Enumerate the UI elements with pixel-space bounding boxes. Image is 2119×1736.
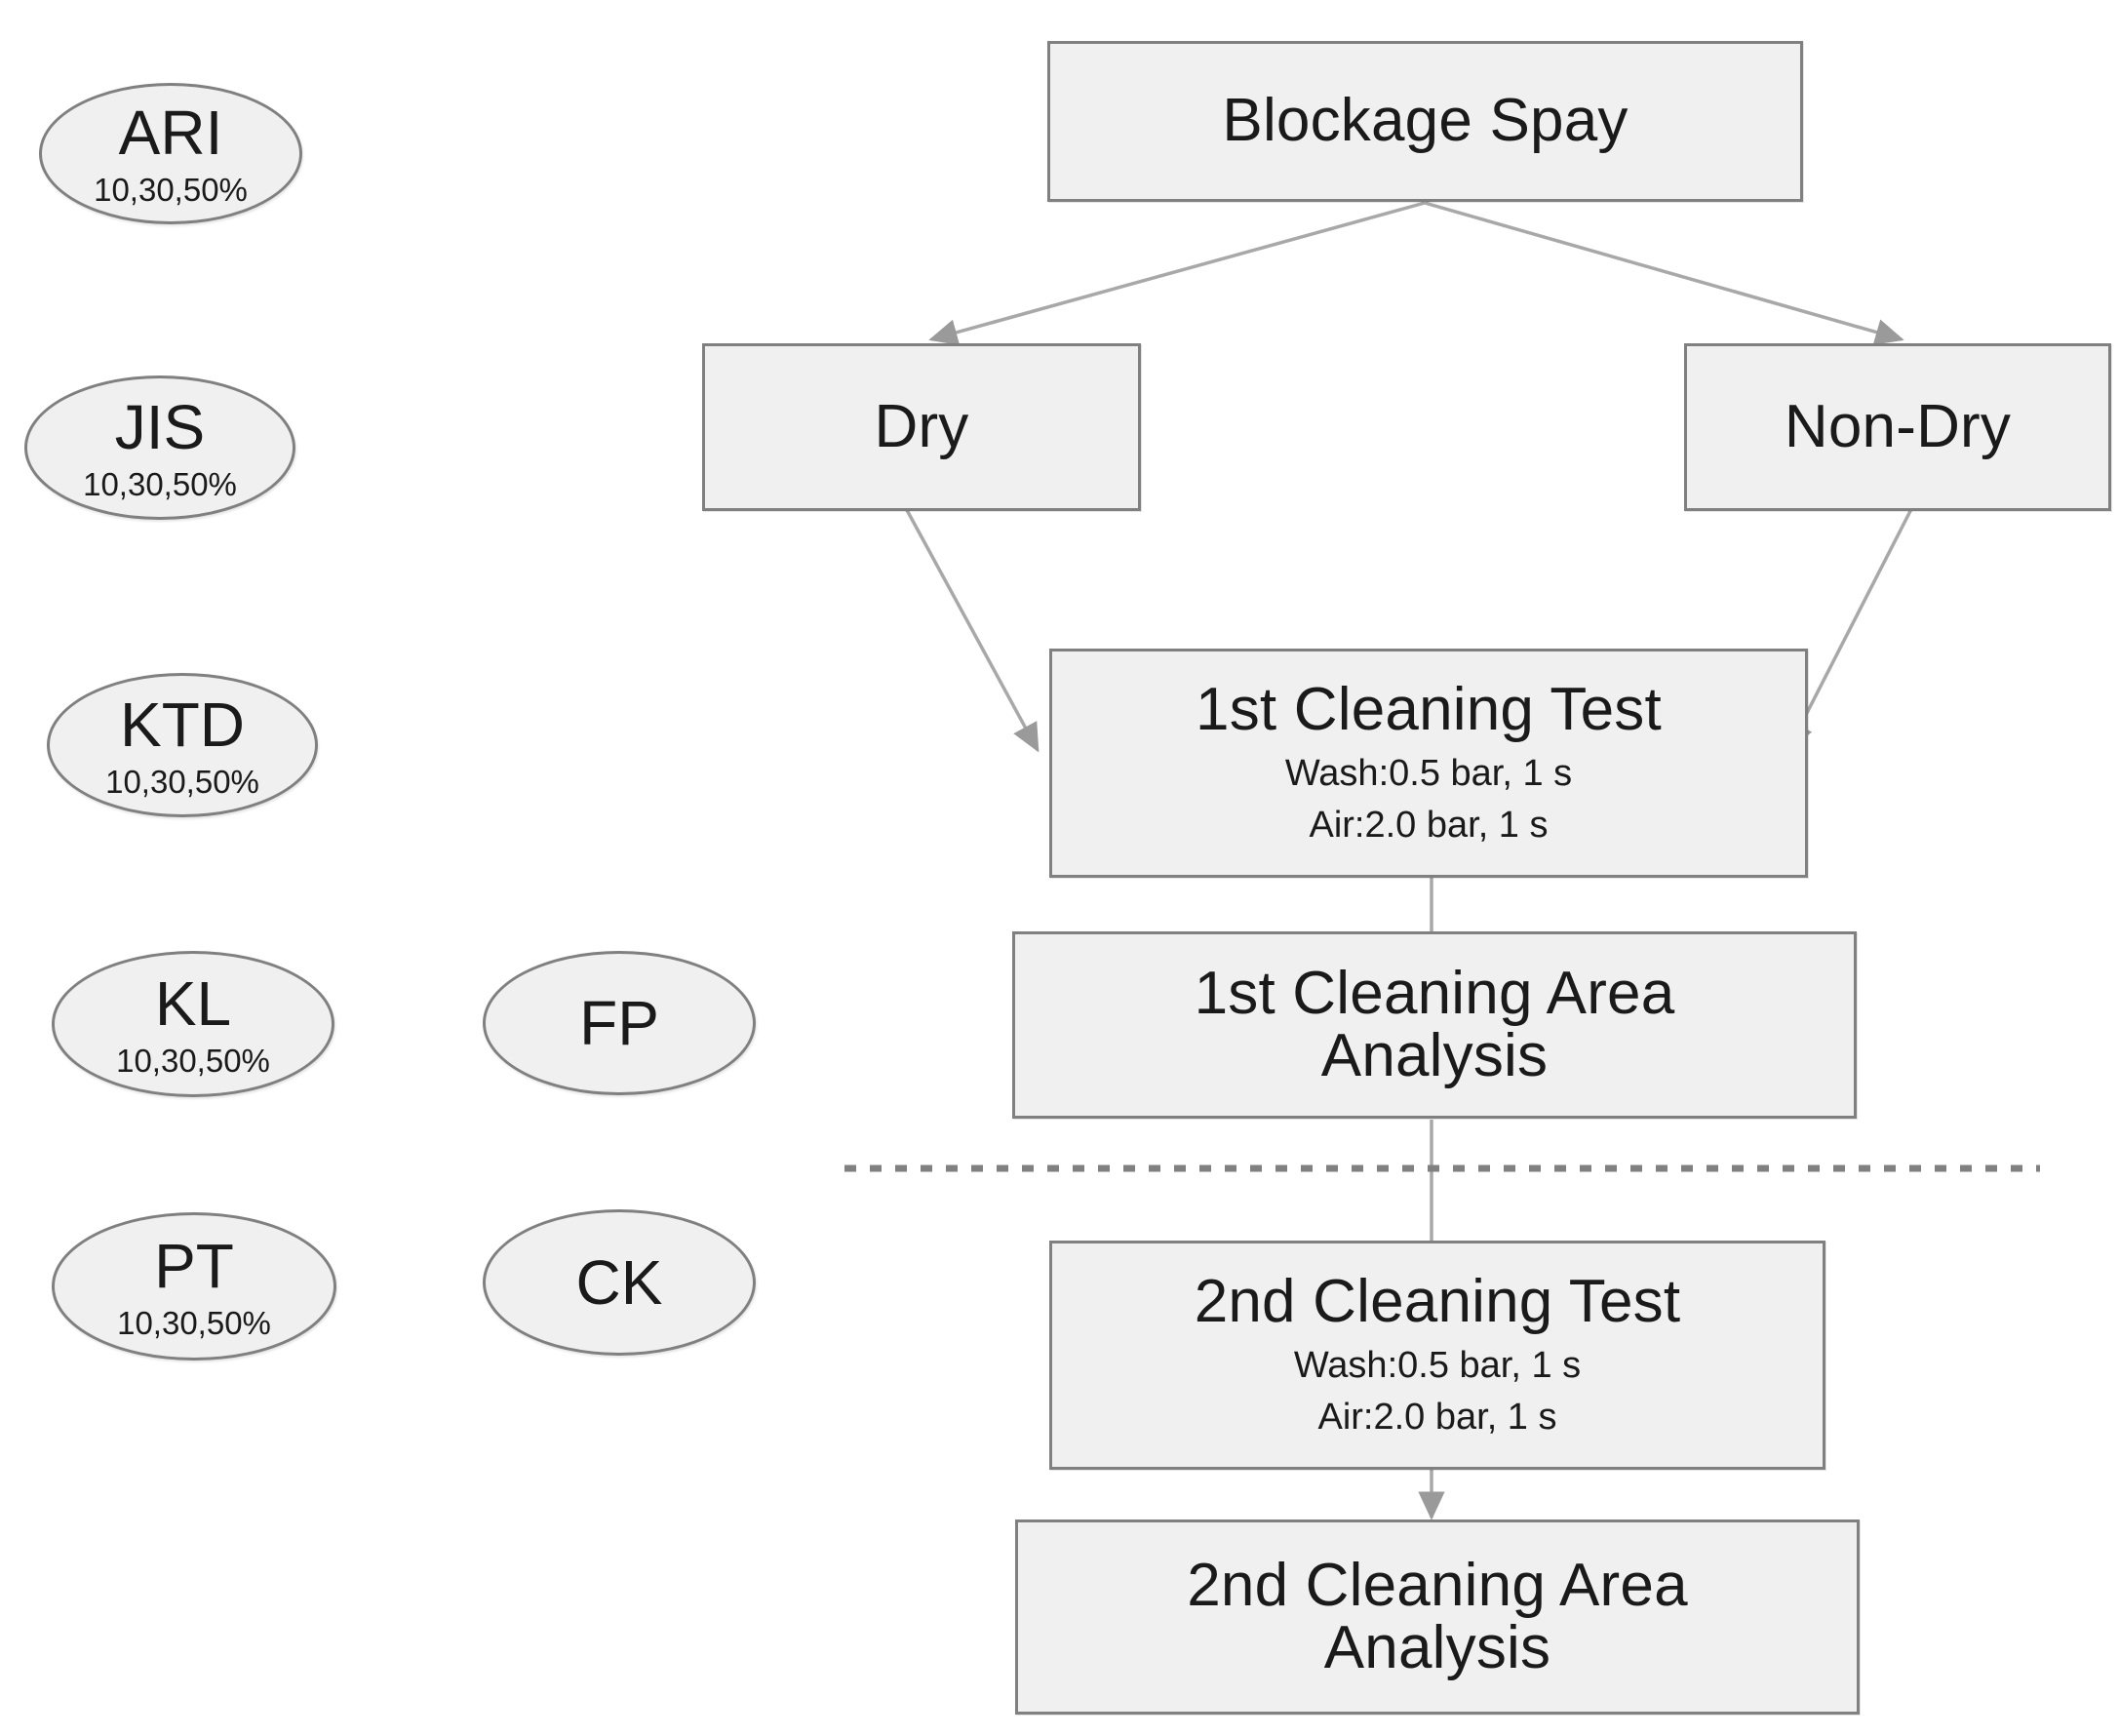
specimen-ellipse-pt[interactable]: PT 10,30,50% xyxy=(52,1212,336,1361)
specimen-ellipse-ari[interactable]: ARI 10,30,50% xyxy=(39,83,302,224)
node-label: 2nd Cleaning Test xyxy=(1194,1267,1681,1335)
specimen-sublabel: 10,30,50% xyxy=(117,1304,271,1341)
node-non-dry[interactable]: Non-Dry xyxy=(1684,343,2111,511)
specimen-label: ARI xyxy=(118,98,223,168)
node-blockage-spay[interactable]: Blockage Spay xyxy=(1047,41,1803,202)
node-label: Blockage Spay xyxy=(1222,87,1628,155)
node-label: 1st Cleaning Test xyxy=(1196,675,1662,743)
specimen-label: JIS xyxy=(114,391,206,462)
specimen-sublabel: 10,30,50% xyxy=(116,1042,270,1079)
node-sublabel-air: Air:2.0 bar, 1 s xyxy=(1317,1396,1557,1438)
specimen-sublabel: 10,30,50% xyxy=(94,172,248,208)
node-first-cleaning-area-analysis[interactable]: 1st Cleaning Area Analysis xyxy=(1012,931,1857,1119)
edge-blockage-to-nondry xyxy=(1424,201,1904,345)
specimen-ellipse-ktd[interactable]: KTD 10,30,50% xyxy=(47,673,318,817)
specimen-ellipse-ck[interactable]: CK xyxy=(483,1209,756,1356)
specimen-ellipse-jis[interactable]: JIS 10,30,50% xyxy=(24,375,295,520)
node-label: Non-Dry xyxy=(1784,392,2012,460)
node-sublabel-wash: Wash:0.5 bar, 1 s xyxy=(1293,1345,1582,1387)
edge-blockage-to-dry xyxy=(928,201,1426,346)
specimen-sublabel: 10,30,50% xyxy=(83,465,237,502)
specimen-ellipse-fp[interactable]: FP xyxy=(483,951,756,1095)
specimen-label: PT xyxy=(154,1230,234,1301)
specimen-label: KL xyxy=(154,967,232,1039)
specimen-label: KTD xyxy=(120,689,245,760)
node-label: 1st Cleaning Area Analysis xyxy=(1194,959,1675,1089)
node-sublabel-air: Air:2.0 bar, 1 s xyxy=(1309,804,1549,846)
edge-dry-to-first-test xyxy=(905,509,1040,753)
node-label: Dry xyxy=(874,392,969,460)
node-label: 2nd Cleaning Area Analysis xyxy=(1187,1551,1688,1681)
specimen-label: CK xyxy=(575,1247,663,1318)
node-second-cleaning-test[interactable]: 2nd Cleaning Test Wash:0.5 bar, 1 s Air:… xyxy=(1049,1241,1825,1470)
specimen-label: FP xyxy=(579,988,659,1058)
node-dry[interactable]: Dry xyxy=(702,343,1141,511)
specimen-sublabel: 10,30,50% xyxy=(105,763,259,800)
node-second-cleaning-area-analysis[interactable]: 2nd Cleaning Area Analysis xyxy=(1015,1519,1860,1715)
node-sublabel-wash: Wash:0.5 bar, 1 s xyxy=(1284,753,1573,795)
node-first-cleaning-test[interactable]: 1st Cleaning Test Wash:0.5 bar, 1 s Air:… xyxy=(1049,649,1808,878)
specimen-ellipse-kl[interactable]: KL 10,30,50% xyxy=(52,951,334,1097)
